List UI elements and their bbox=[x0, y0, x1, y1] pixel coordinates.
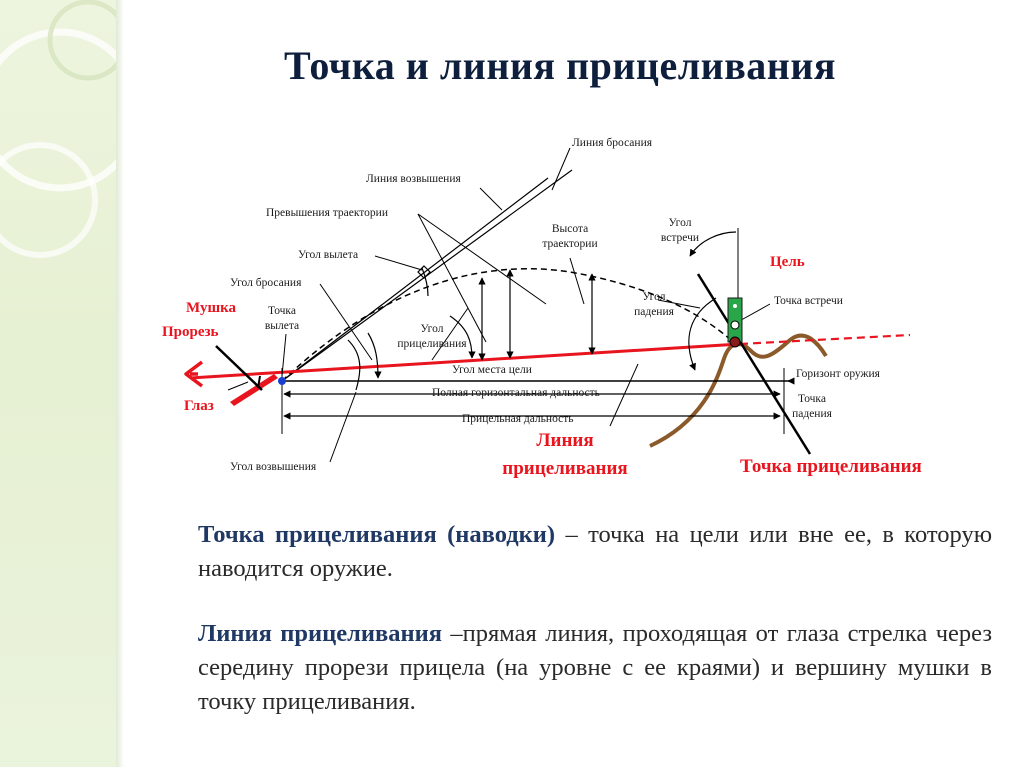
fall-angle-arc bbox=[688, 297, 717, 371]
label-aiming-range: Прицельная дальность bbox=[462, 413, 573, 425]
label-aim-angle-2: прицеливания bbox=[397, 338, 467, 350]
label-trajectory-height-2: траектории bbox=[542, 238, 597, 250]
label-throw-angle: Угол бросания bbox=[230, 277, 302, 289]
pointer-departure-angle bbox=[374, 255, 423, 271]
aiming-diagram: Линия бросания Линия возвышения Превышен… bbox=[162, 137, 922, 479]
pointer-aim-line-label bbox=[609, 363, 639, 427]
front-sight-line bbox=[257, 375, 261, 389]
meeting-point-marker bbox=[730, 320, 740, 330]
muzzle-point bbox=[278, 377, 286, 385]
pointer-trajectory-height bbox=[569, 257, 585, 305]
pointer-throw-line bbox=[551, 147, 571, 191]
fall-line bbox=[696, 273, 812, 455]
pointer-elevation-angle bbox=[329, 391, 357, 463]
label-fall-point-2: падения bbox=[792, 408, 833, 420]
text-aim-point: – точка на цели или вне ее, в которую на… bbox=[198, 521, 992, 582]
term-aim-line: Линия прицеливания bbox=[198, 620, 442, 647]
label-fall-point-1: Точка bbox=[798, 393, 826, 405]
label-throw-line: Линия бросания bbox=[572, 137, 653, 149]
side-edge-shadow bbox=[116, 0, 124, 767]
pointer-aim-angle bbox=[431, 307, 469, 361]
label-trajectory-height-1: Высота bbox=[552, 223, 588, 235]
eye-pointer bbox=[227, 381, 249, 391]
elevation-angle-arc bbox=[347, 339, 361, 391]
definition-aim-point: Точка прицеливания (наводки) – точка на … bbox=[198, 518, 992, 586]
target-top-marker bbox=[733, 304, 737, 308]
meeting-angle-arc bbox=[689, 231, 737, 257]
aim-angle-arc bbox=[449, 315, 476, 359]
decorative-circles bbox=[0, 0, 116, 258]
eye-icon bbox=[184, 360, 204, 388]
label-aim-point: Точка прицеливания bbox=[740, 456, 922, 477]
pointer-throw-angle bbox=[319, 283, 373, 361]
pointer-departure-point bbox=[281, 333, 287, 377]
label-front-sight: Мушка bbox=[186, 300, 237, 316]
ground-curve bbox=[649, 333, 828, 448]
aim-line-extension bbox=[739, 333, 911, 346]
label-meeting-angle-1: Угол bbox=[669, 217, 692, 229]
weapon-barrel bbox=[230, 374, 278, 406]
slide-title: Точка и линия прицеливания bbox=[283, 43, 837, 88]
term-aim-point: Точка прицеливания (наводки) bbox=[198, 521, 556, 548]
pointer-fall-angle bbox=[657, 299, 701, 309]
label-aim-angle-1: Угол bbox=[421, 323, 444, 335]
pointer-excess-2 bbox=[417, 213, 547, 305]
trajectory-arc bbox=[281, 267, 733, 382]
label-target: Цель bbox=[770, 254, 805, 270]
label-aim-line-2: прицеливания bbox=[502, 458, 627, 479]
label-departure-point-1: Точка bbox=[268, 305, 296, 317]
text-aim-line: –прямая линия, проходящая от глаза стрел… bbox=[198, 620, 992, 715]
label-departure-point-2: вылета bbox=[265, 320, 299, 332]
label-fall-angle-1: Угол bbox=[643, 291, 666, 303]
label-meeting-angle-2: встречи bbox=[661, 232, 699, 244]
throw-angle-arc bbox=[367, 332, 382, 379]
label-trajectory-excess: Превышения траектории bbox=[266, 207, 388, 219]
aim-point-marker bbox=[729, 336, 741, 348]
crossing-marker bbox=[417, 265, 431, 279]
label-elevation-line: Линия возвышения bbox=[366, 173, 461, 185]
pointer-elevation-line bbox=[479, 187, 503, 211]
rear-sight-line bbox=[215, 345, 263, 391]
label-elevation-angle: Угол возвышения bbox=[230, 461, 317, 473]
elevation-line bbox=[281, 177, 549, 382]
label-departure-angle: Угол вылета bbox=[298, 249, 358, 261]
label-meeting-point: Точка встречи bbox=[774, 295, 843, 307]
label-aim-line-1: Линия bbox=[536, 430, 593, 451]
label-weapon-horizon: Горизонт оружия bbox=[796, 368, 881, 380]
label-full-range: Полная горизонтальная дальность bbox=[432, 387, 600, 399]
label-target-place-angle: Угол места цели bbox=[452, 364, 532, 376]
label-fall-angle-2: падения bbox=[634, 306, 675, 318]
label-rear-sight: Прорезь bbox=[162, 324, 219, 340]
label-eye: Глаз bbox=[184, 398, 214, 414]
decorative-side-panel bbox=[0, 0, 116, 767]
departure-angle-arc bbox=[421, 267, 429, 297]
definition-aim-line: Линия прицеливания –прямая линия, проход… bbox=[198, 617, 992, 719]
pointer-excess-1 bbox=[417, 213, 487, 343]
